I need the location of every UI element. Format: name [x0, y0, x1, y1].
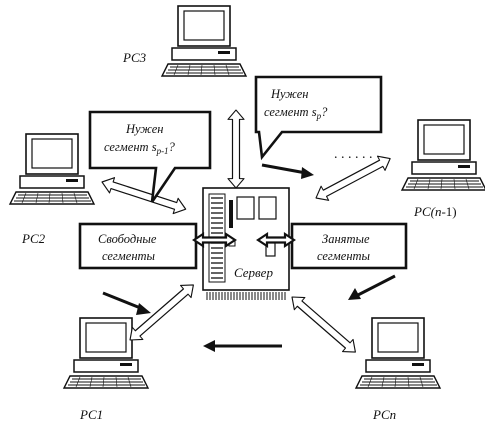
pc2-icon [9, 133, 95, 205]
server-label: Сервер [234, 265, 273, 280]
pc-ellipsis: . . . . . . [334, 147, 373, 162]
free-segments-server-arrow [192, 231, 237, 249]
free-segments-line2: сегменты [102, 249, 156, 263]
callout-right-line1: Нужен [270, 87, 308, 101]
pc2-server-arrow [98, 173, 189, 218]
pc2-label: PC2 [21, 231, 46, 246]
pc-n-minus-1-icon [401, 119, 485, 191]
callout-right-line2: сегмент sp? [264, 105, 328, 121]
pc3-label: PC3 [122, 50, 147, 65]
pc3-icon [161, 5, 247, 77]
callout-left: Нужен сегмент sp-1? [88, 110, 212, 203]
pc1-label: PC1 [79, 407, 103, 422]
callout-right: Нужен сегмент sp? [254, 75, 383, 161]
pcn-label: PCn [372, 407, 396, 422]
busy-segments-server-arrow [256, 231, 296, 249]
free-segments-line1: Свободные [98, 232, 157, 246]
pc3-server-arrow [227, 109, 245, 189]
busy-segments-line1: Занятые [322, 232, 370, 246]
callout-left-line2: сегмент sp-1? [104, 140, 176, 156]
pc-n-minus-1-label: PC(n-1) [413, 204, 457, 219]
solid-arrows [102, 163, 396, 352]
pcn-server-arrow [286, 290, 362, 359]
server-icon: Сервер [202, 187, 290, 300]
busy-segments-line2: сегменты [317, 249, 371, 263]
free-segments-box: Свободные сегменты [78, 222, 198, 270]
busy-segments-box: Занятые сегменты [290, 222, 408, 270]
pc1-server-arrow [124, 278, 200, 347]
pcn-icon [355, 317, 441, 389]
callout-left-line1: Нужен [125, 122, 163, 136]
pc1-icon [63, 317, 149, 389]
